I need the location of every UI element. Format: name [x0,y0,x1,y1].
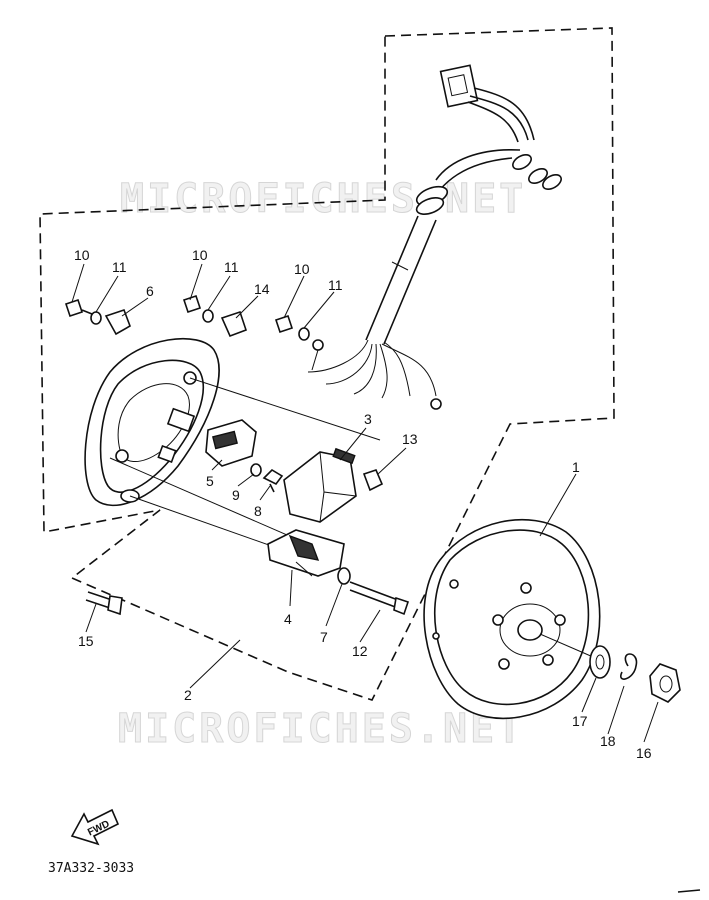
callout-8: 8 [254,503,262,519]
screw-10-mid [182,294,202,314]
watermark-top: MICROFICHES.NET [120,176,526,222]
drawing-code: 37A332-3033 [48,861,134,876]
callout-15: 15 [78,633,94,649]
callout-13: 13 [402,431,418,447]
leader-lines [71,263,659,743]
clip-14 [220,310,248,338]
washer-9 [250,463,262,477]
callout-18: 18 [600,733,616,749]
bolt-15 [85,591,123,616]
washer-17 [589,645,611,679]
source-coil [283,447,357,523]
callout-4: 4 [284,611,292,627]
watermark-bottom: MICROFICHES.NET [118,706,524,752]
callout-7: 7 [320,629,328,645]
callout-11a: 11 [112,259,127,275]
bolt-12 [349,581,410,616]
spacer-7 [337,567,351,585]
lock-washer-18 [620,653,638,680]
callout-14: 14 [254,281,270,297]
screw-8 [262,468,284,493]
callout-1: 1 [572,459,580,475]
flywheel-rotor [423,519,601,720]
nut-16 [649,663,681,703]
callout-10a: 10 [74,247,90,263]
callout-17: 17 [572,713,588,729]
callout-11b: 11 [224,259,239,275]
callout-9: 9 [232,487,240,503]
callout-16: 16 [636,745,652,761]
callout-12: 12 [352,643,368,659]
wire-harness [307,64,562,410]
screw-10-right [274,314,294,334]
screw-10-left [64,298,93,318]
washer-11-left [90,311,102,325]
washer-11-mid [202,309,214,323]
callout-6: 6 [146,283,154,299]
screw-13 [362,469,384,492]
callout-2: 2 [184,687,192,703]
assembly-boundary [39,27,615,701]
pickup-coil [205,419,257,467]
washer-11-right [298,327,310,341]
charge-coil [267,529,345,577]
callout-3: 3 [364,411,372,427]
callout-10c: 10 [294,261,310,277]
clip-6 [104,308,131,336]
callout-5: 5 [206,473,214,489]
callout-10b: 10 [192,247,208,263]
direction-arrow-icon: FWD [70,808,120,846]
corner-mark [677,889,701,893]
callout-11c: 11 [328,277,343,293]
